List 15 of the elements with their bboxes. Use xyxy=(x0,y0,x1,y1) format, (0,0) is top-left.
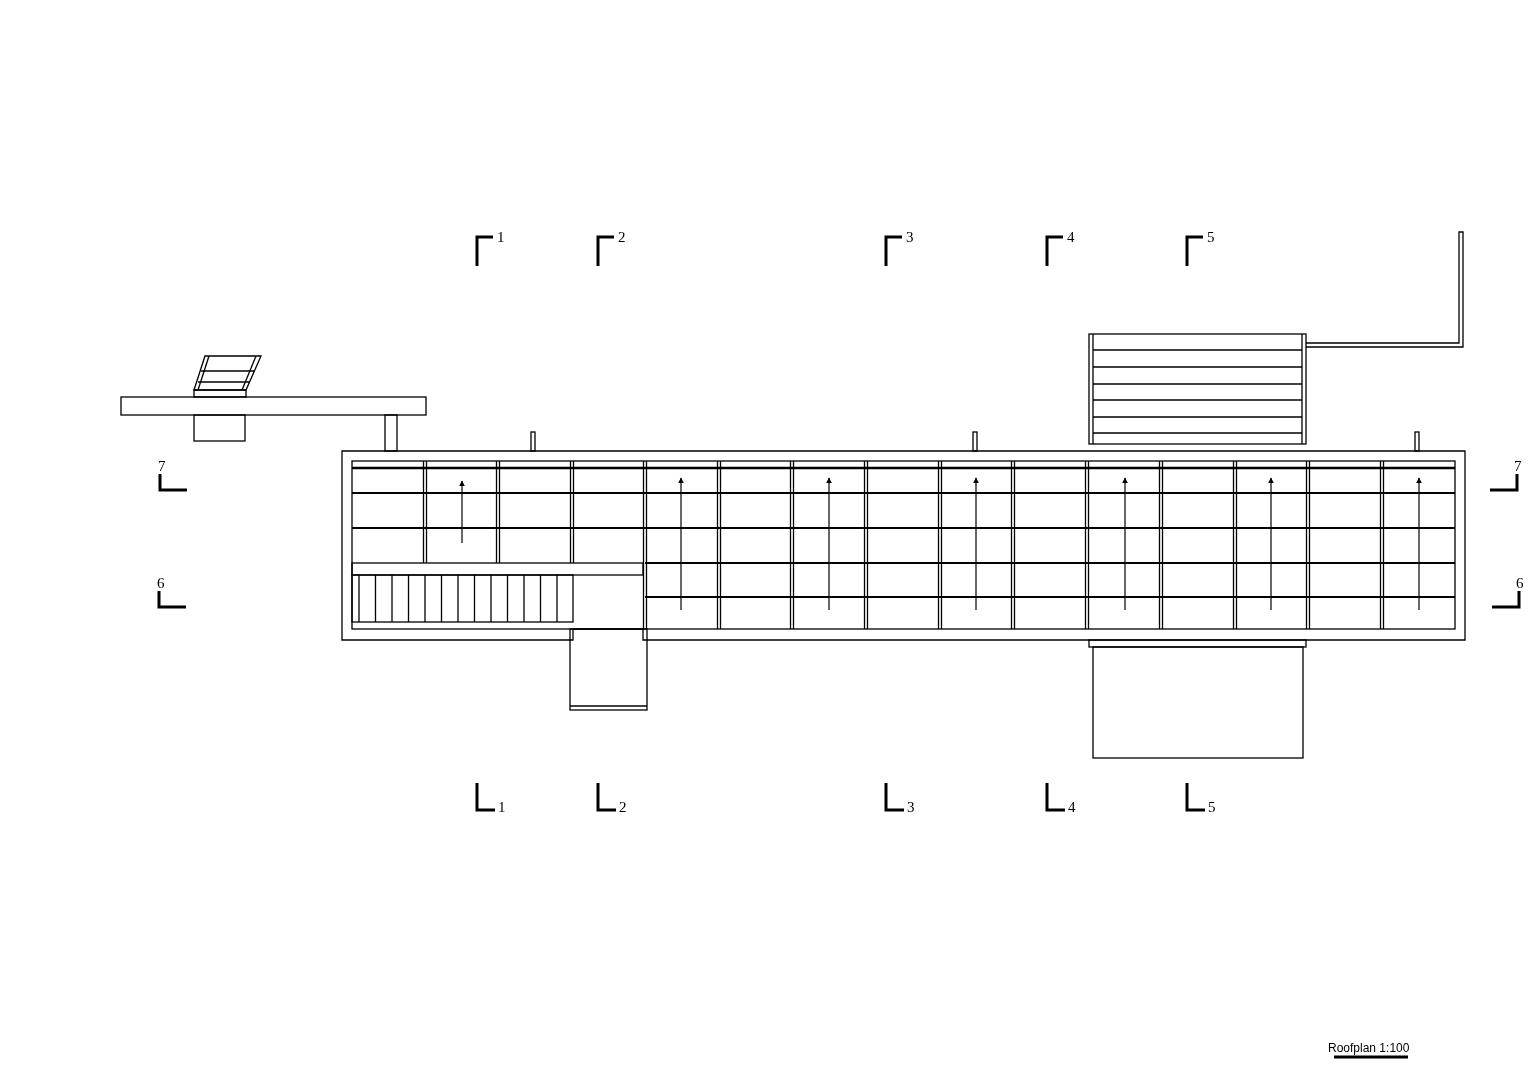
section-number: 7 xyxy=(1514,459,1522,474)
section-number: 5 xyxy=(1208,800,1216,815)
section-number: 1 xyxy=(497,230,505,245)
section-number: 3 xyxy=(906,230,914,245)
section-number: 6 xyxy=(1516,576,1524,591)
section-number: 2 xyxy=(618,230,626,245)
section-number: 4 xyxy=(1067,230,1075,245)
drawing-caption: Roofplan 1:100 xyxy=(1328,1041,1410,1055)
section-number: 4 xyxy=(1068,800,1076,815)
section-number: 5 xyxy=(1207,230,1215,245)
section-number: 7 xyxy=(158,459,166,474)
section-number: 6 xyxy=(157,576,165,591)
section-number: 3 xyxy=(907,800,915,815)
section-number: 2 xyxy=(619,800,627,815)
section-number: 1 xyxy=(498,800,506,815)
